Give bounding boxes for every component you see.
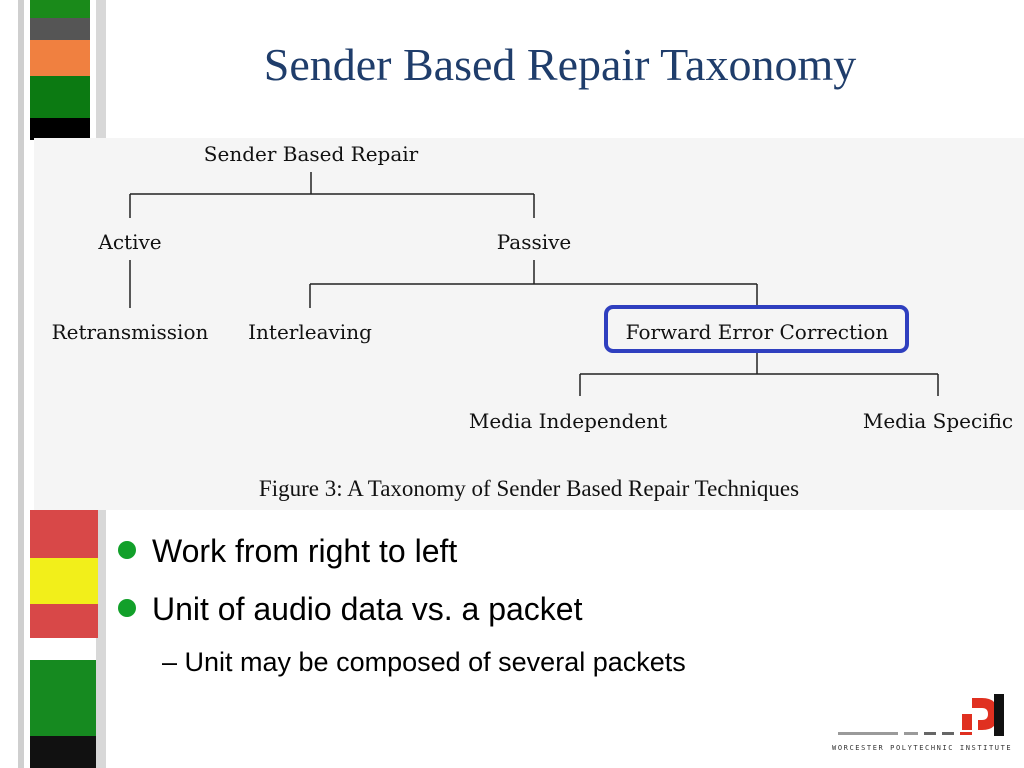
figure-caption: Figure 3: A Taxonomy of Sender Based Rep… <box>258 476 800 501</box>
bullet-dot-icon <box>118 541 136 559</box>
tree-connectors <box>129 172 939 396</box>
bullet-dot-icon <box>118 599 136 617</box>
node-passive: Passive <box>496 230 572 254</box>
node-interleaving: Interleaving <box>248 320 372 344</box>
taxonomy-figure: Sender Based Repair Active Passive Retra… <box>34 138 1024 510</box>
node-retransmission: Retransmission <box>51 320 209 344</box>
bullet-text: Unit of audio data vs. a packet <box>152 591 583 627</box>
node-active: Active <box>98 230 162 254</box>
node-media-independent: Media Independent <box>468 409 668 433</box>
sub-bullet-item: – Unit may be composed of several packet… <box>162 647 686 677</box>
wpi-logo: WORCESTER POLYTECHNIC INSTITUTE <box>832 690 1012 760</box>
node-media-specific: Media Specific <box>862 409 1014 433</box>
node-forward-error-correction: Forward Error Correction <box>625 320 889 344</box>
wpi-logo-mark-icon <box>838 694 1004 736</box>
wpi-logo-text: WORCESTER POLYTECHNIC INSTITUTE <box>832 744 1013 752</box>
bullet-text: Work from right to left <box>152 533 458 569</box>
slide-title: Sender Based Repair Taxonomy <box>263 39 857 90</box>
fec-highlight-box <box>604 305 909 353</box>
node-sender-based-repair: Sender Based Repair <box>203 142 419 166</box>
